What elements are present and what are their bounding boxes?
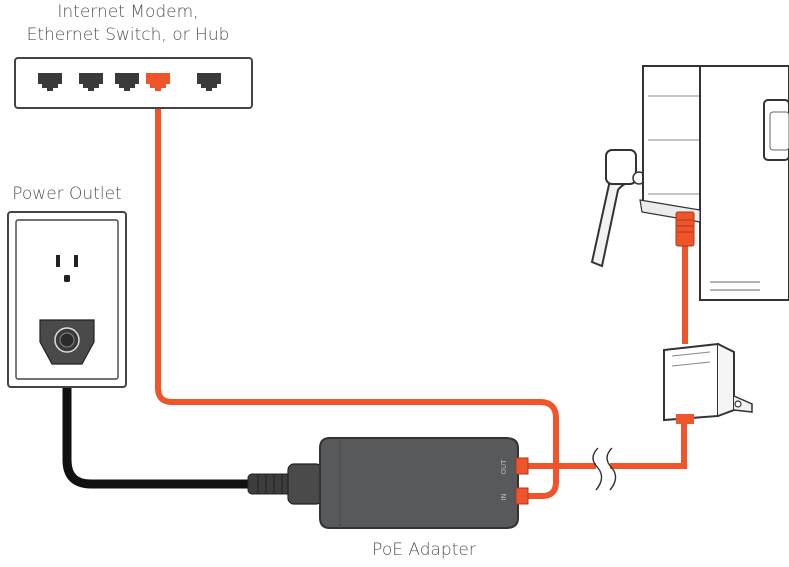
camera-ethernet-plug-icon <box>675 211 695 247</box>
ethernet-cable-adapter-to-camera <box>518 418 687 469</box>
power-cable-strain-relief <box>247 463 323 505</box>
network-switch-icon <box>14 57 253 109</box>
modem-label-line1: Internet Modem, <box>57 2 198 22</box>
security-camera-icon <box>590 65 789 301</box>
power-cable <box>62 346 252 489</box>
cable-break-icon <box>592 447 617 491</box>
active-ethernet-port-icon <box>146 73 170 91</box>
in-port-plug-icon <box>515 487 529 505</box>
power-outlet-icon <box>7 211 127 388</box>
power-outlet-label: Power Outlet <box>12 184 121 204</box>
port-in-label: IN <box>500 493 508 500</box>
poe-adapter-icon: OUT IN <box>319 437 529 529</box>
out-port-plug-icon <box>515 457 529 475</box>
poe-adapter-label: PoE Adapter <box>372 540 476 560</box>
weatherproof-connector-icon <box>663 342 753 424</box>
ethernet-cable-switch-to-adapter <box>155 88 559 499</box>
port-out-label: OUT <box>500 459 508 475</box>
modem-label-line2: Ethernet Switch, or Hub <box>27 25 230 45</box>
